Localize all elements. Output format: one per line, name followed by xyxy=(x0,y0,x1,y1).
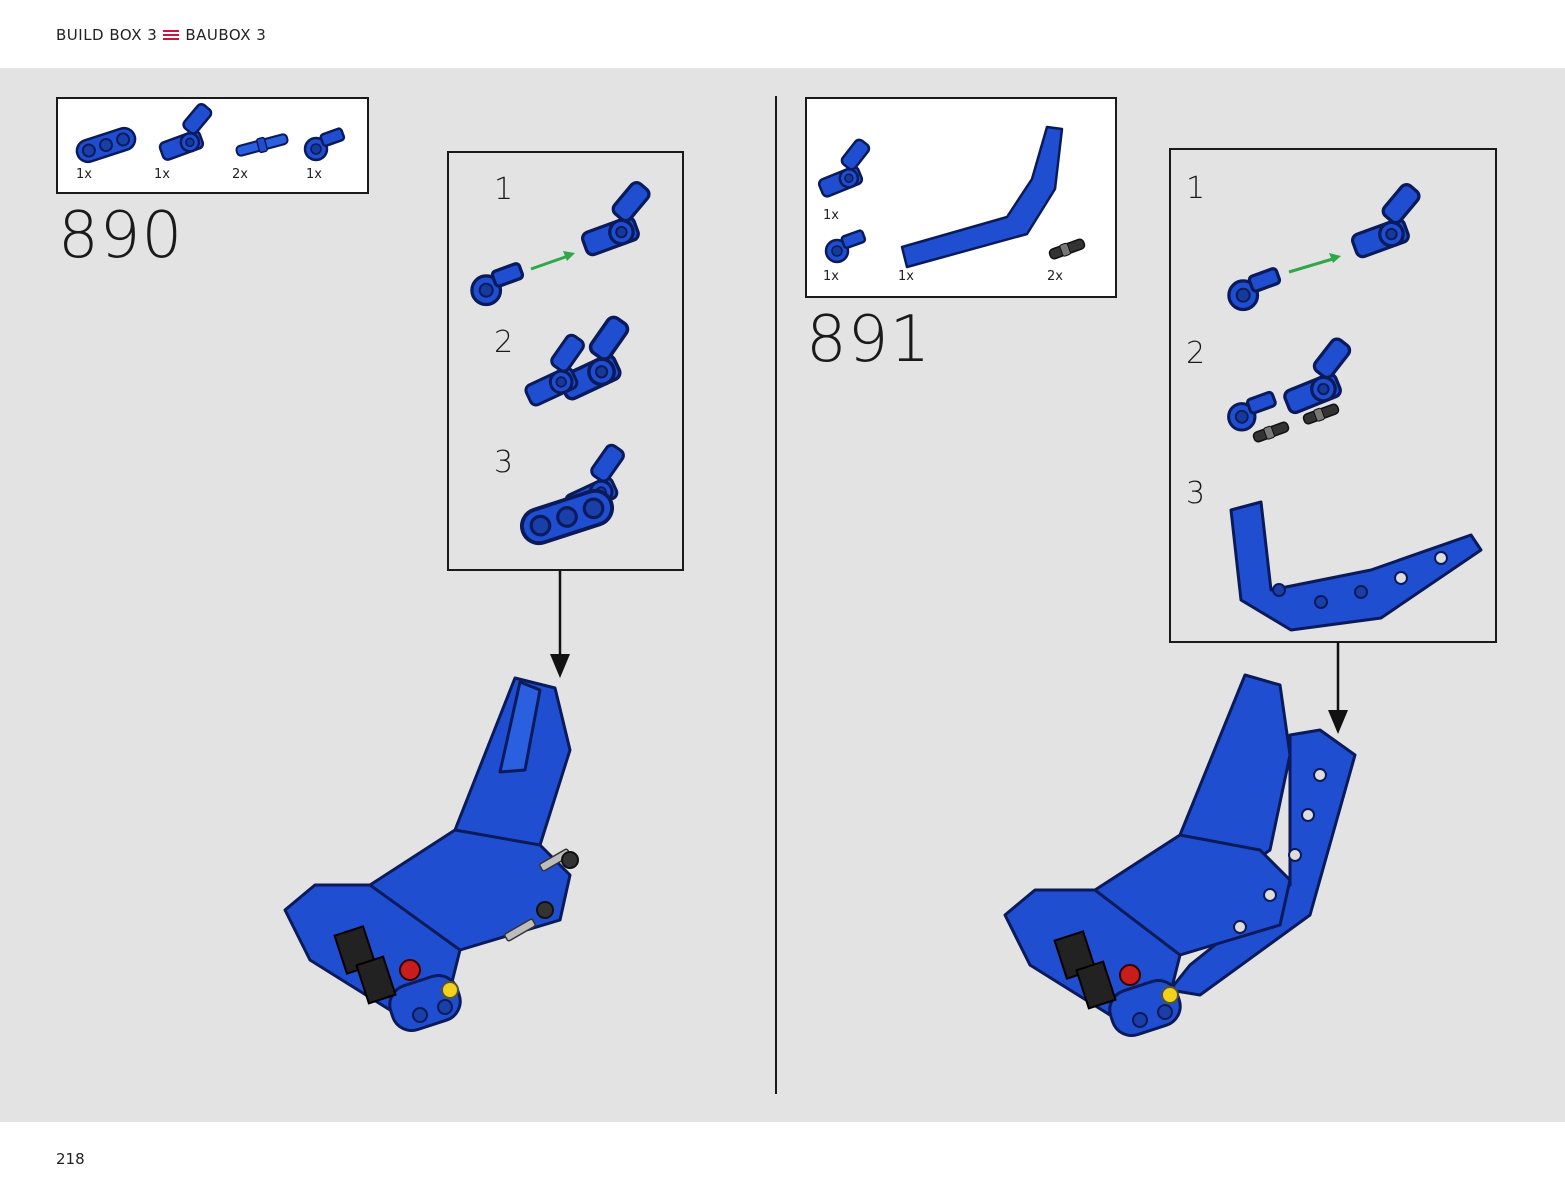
red-connector-icon xyxy=(1119,964,1141,986)
blue-angle-connector-icon xyxy=(568,174,667,259)
header-title: BUILD BOX 3 BAUBOX 3 xyxy=(56,26,266,44)
blue-angle-connector-icon xyxy=(148,99,225,163)
green-arrow-head-icon xyxy=(563,251,575,261)
part-qty: 1x xyxy=(154,167,170,182)
substep-891-art xyxy=(1227,176,1483,632)
substep-box-890: 1 2 3 xyxy=(447,151,684,571)
blue-angle-connector-icon xyxy=(1269,330,1368,417)
down-arrow-icon xyxy=(550,570,570,678)
part-qty: 1x xyxy=(823,269,839,284)
substep-box-891: 1 2 3 xyxy=(1169,148,1497,643)
page-header: BUILD BOX 3 BAUBOX 3 xyxy=(0,0,1565,68)
step-divider xyxy=(775,96,777,1094)
part-qty: 1x xyxy=(306,167,322,182)
yellow-connector-icon xyxy=(1161,986,1179,1004)
substep-number: 2 xyxy=(1186,336,1206,371)
black-pin-icon xyxy=(1251,420,1291,444)
substep-number: 1 xyxy=(1186,171,1206,206)
part-qty: 1x xyxy=(898,269,914,284)
green-arrow-head-icon xyxy=(1329,253,1341,263)
blue-pin-connector-icon xyxy=(824,228,867,264)
substep-number: 1 xyxy=(494,172,514,207)
part-qty: 1x xyxy=(76,167,92,182)
yellow-connector-icon xyxy=(441,981,459,999)
page-footer xyxy=(0,1122,1565,1191)
page-number: 218 xyxy=(56,1150,85,1168)
black-pin-icon xyxy=(536,901,554,919)
parts-list-891-art xyxy=(807,125,1087,269)
header-label-german: BAUBOX 3 xyxy=(185,26,267,44)
blue-pin-connector-icon xyxy=(470,261,526,307)
red-connector-icon xyxy=(399,959,421,981)
step-number: 890 xyxy=(58,199,184,273)
green-arrow-icon xyxy=(530,253,572,271)
parts-list-891: 1x 1x 1x 2x xyxy=(805,97,1117,298)
seat-model-891 xyxy=(1003,673,1357,1037)
seat-model-890 xyxy=(283,676,579,1032)
blue-bent-beam-icon xyxy=(900,125,1064,269)
blue-pin-connector-icon xyxy=(303,126,346,162)
blue-bent-beam-icon xyxy=(1229,500,1483,632)
black-pin-icon xyxy=(1047,237,1087,261)
blue-pin-connector-icon xyxy=(1227,266,1283,312)
step-number: 891 xyxy=(806,303,932,377)
green-arrow-icon xyxy=(1288,256,1337,274)
blue-axle-pin-icon xyxy=(234,132,290,158)
substep-number: 3 xyxy=(494,445,514,480)
part-qty: 2x xyxy=(232,167,248,182)
substep-number: 2 xyxy=(494,325,514,360)
menu-icon xyxy=(163,29,180,41)
black-pin-icon xyxy=(561,851,579,869)
blue-beam-3-hole-icon xyxy=(72,124,140,166)
blue-pin-connector-icon xyxy=(1227,389,1278,432)
part-qty: 1x xyxy=(823,208,839,223)
substep-890-art xyxy=(470,174,667,550)
header-label-english: BUILD BOX 3 xyxy=(56,26,158,44)
parts-list-890: 1x 1x 2x 1x xyxy=(56,97,369,194)
blue-angle-connector-icon xyxy=(1338,176,1437,261)
substep-number: 3 xyxy=(1186,476,1206,511)
down-arrow-icon xyxy=(1328,642,1348,734)
blue-angle-connector-icon xyxy=(807,133,884,200)
part-qty: 2x xyxy=(1047,269,1063,284)
